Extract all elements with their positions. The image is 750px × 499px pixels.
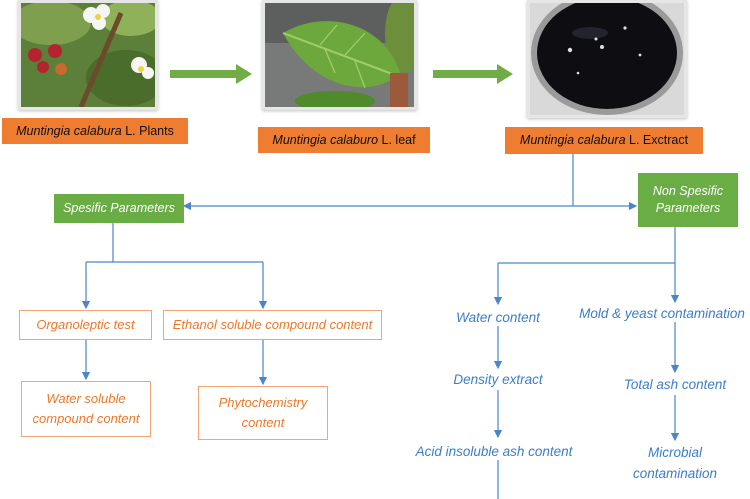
total-ash-text: Total ash content [623, 377, 727, 392]
mold-yeast-text: Mold & yeast contamination [579, 306, 745, 321]
leaf-photo [262, 0, 417, 110]
density-extract-text: Density extract [453, 372, 543, 387]
plants-photo [18, 0, 158, 110]
acid-insoluble-ash-text: Acid insoluble ash content [415, 444, 573, 459]
water-soluble-box: Water soluble compound content [21, 381, 151, 437]
green-arrow-2 [433, 64, 513, 84]
ethanol-box: Ethanol soluble compound content [163, 310, 382, 340]
spesific-parameters-box: Spesific Parameters [54, 194, 184, 223]
extract-label: Muntingia calabura L. Exctract [505, 127, 703, 154]
green-arrow-1 [170, 64, 252, 84]
water-content-text: Water content [456, 310, 540, 325]
plants-label: Muntingia calabura L. Plants [2, 118, 188, 144]
microbial-text: Microbial contamination [632, 445, 718, 481]
organoleptic-box: Organoleptic test [19, 310, 152, 340]
non-spesific-parameters-box: Non Spesific Parameters [638, 173, 738, 227]
leaf-label: Muntingia calaburo L. leaf [258, 127, 430, 153]
extract-photo [527, 0, 687, 118]
phytochemistry-box: Phytochemistry content [198, 386, 328, 440]
